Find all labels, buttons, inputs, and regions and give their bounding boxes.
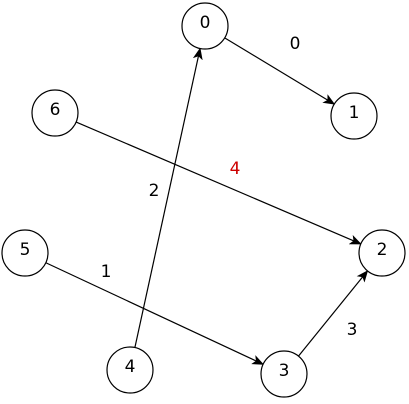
edge-5-to-3-weight-label: 1 — [101, 262, 112, 282]
node-6-label: 6 — [50, 100, 61, 120]
node-5-circle — [1, 229, 49, 277]
edge-6-to-2-arrow — [75, 121, 362, 245]
node-2-circle — [358, 229, 406, 277]
node-1-label: 1 — [349, 103, 360, 123]
node-4: 4 — [106, 346, 154, 394]
node-6: 6 — [31, 89, 79, 137]
edge-4-to-0-arrow — [134, 47, 203, 348]
node-0: 0 — [181, 2, 229, 50]
edge-6-to-2-weight-label: 4 — [230, 159, 241, 179]
node-5: 5 — [1, 229, 49, 277]
node-6-circle — [31, 89, 79, 137]
edges-layer: 0 4 2 1 3 — [45, 34, 369, 365]
edge-4-to-0-weight-label: 2 — [149, 181, 160, 201]
edge-0-to-1-weight-label: 0 — [290, 34, 301, 54]
node-2-label: 2 — [377, 240, 388, 260]
edge-5-to-3-arrow — [45, 262, 265, 365]
node-0-circle — [181, 2, 229, 50]
node-1: 1 — [330, 92, 378, 140]
node-4-label: 4 — [125, 357, 136, 377]
edge-3-to-2-arrow — [298, 270, 369, 357]
node-2: 2 — [358, 229, 406, 277]
node-3: 3 — [260, 350, 308, 398]
node-3-circle — [260, 350, 308, 398]
nodes-layer: 0 1 2 3 4 5 6 — [1, 2, 406, 398]
edge-0-to-1-arrow — [224, 37, 336, 105]
node-4-circle — [106, 346, 154, 394]
node-1-circle — [330, 92, 378, 140]
node-3-label: 3 — [279, 361, 290, 381]
edge-3-to-2-weight-label: 3 — [347, 320, 358, 340]
node-5-label: 5 — [20, 240, 31, 260]
node-0-label: 0 — [200, 13, 211, 33]
